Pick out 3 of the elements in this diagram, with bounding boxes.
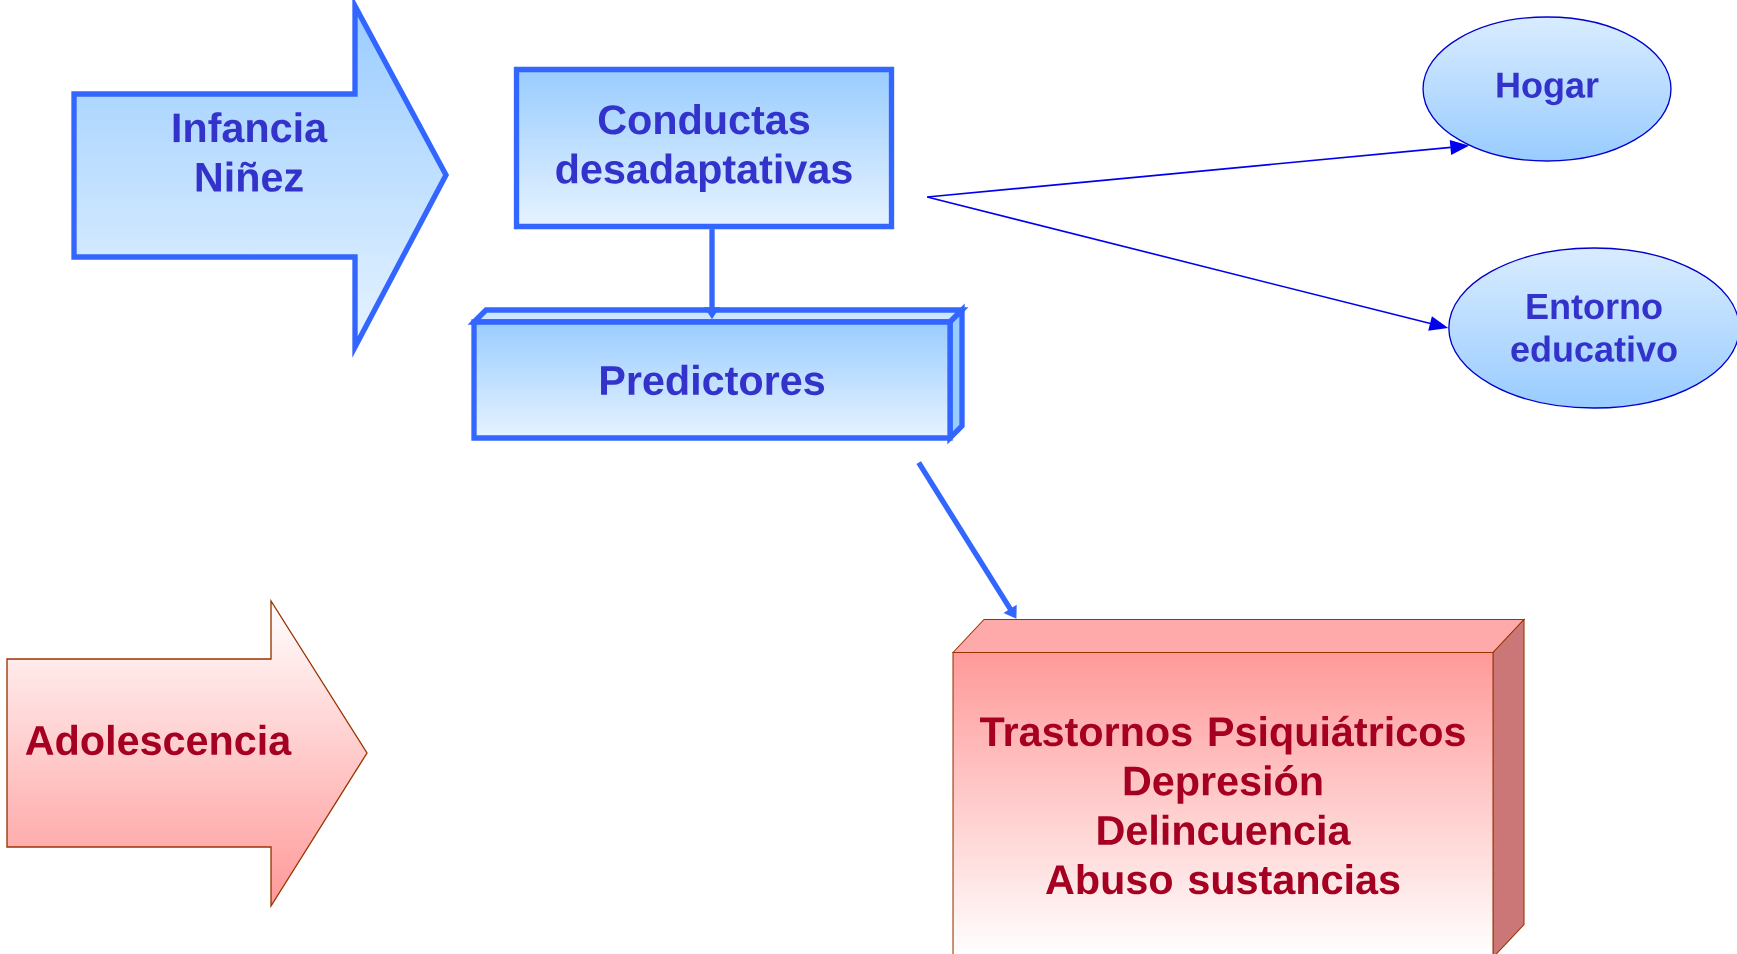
process-box: Conductas desadaptativas xyxy=(513,66,895,230)
oval-node: Hogar xyxy=(1422,16,1672,162)
arrow xyxy=(916,461,1017,619)
